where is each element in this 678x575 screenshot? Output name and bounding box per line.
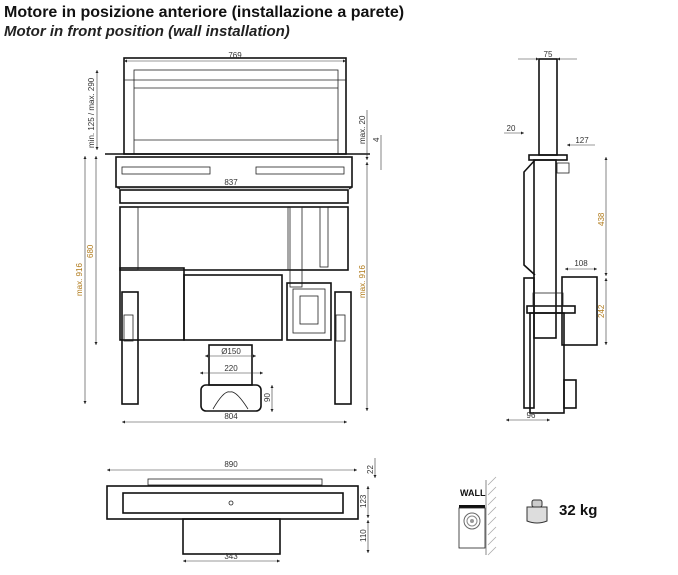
weight-value: 32 kg <box>559 502 597 519</box>
dim-min125-max290: min. 125 / max. 290 <box>87 77 96 148</box>
dim-343: 343 <box>224 552 238 561</box>
dim-890: 890 <box>224 460 238 469</box>
dim-96: 96 <box>527 411 536 420</box>
dim-242: 242 <box>597 304 606 318</box>
wall-mount-icon: WALL <box>458 476 497 556</box>
dim-max916-left: max. 916 <box>75 263 84 296</box>
front-view: 769 837 804 Ø150 220 90 min. 125 / max. … <box>75 51 382 424</box>
dim-75: 75 <box>544 50 553 59</box>
dim-90: 90 <box>263 393 272 402</box>
side-view: 75 20 127 438 108 242 96 <box>504 50 608 422</box>
dim-804: 804 <box>224 412 238 421</box>
dim-diameter-150: Ø150 <box>221 347 241 356</box>
dim-127: 127 <box>575 136 589 145</box>
dim-837: 837 <box>224 178 238 187</box>
dim-max20: max. 20 <box>358 115 367 144</box>
dim-769: 769 <box>228 51 242 60</box>
dim-22: 22 <box>366 465 375 474</box>
dim-4: 4 <box>372 137 381 142</box>
wall-label: WALL <box>460 488 486 498</box>
dim-max916-right: max. 916 <box>358 265 367 298</box>
dim-20: 20 <box>507 124 516 133</box>
title: Motore in posizione anteriore (installaz… <box>4 4 405 21</box>
dim-110: 110 <box>359 529 368 542</box>
bottom-view: 890 22 123 110 343 <box>106 458 377 563</box>
dim-108: 108 <box>574 259 588 268</box>
dim-123: 123 <box>359 494 368 508</box>
subtitle: Motor in front position (wall installati… <box>4 23 290 40</box>
dim-220: 220 <box>224 364 238 373</box>
weight-icon <box>526 499 548 524</box>
dim-680: 680 <box>86 244 95 258</box>
dim-438: 438 <box>597 212 606 226</box>
